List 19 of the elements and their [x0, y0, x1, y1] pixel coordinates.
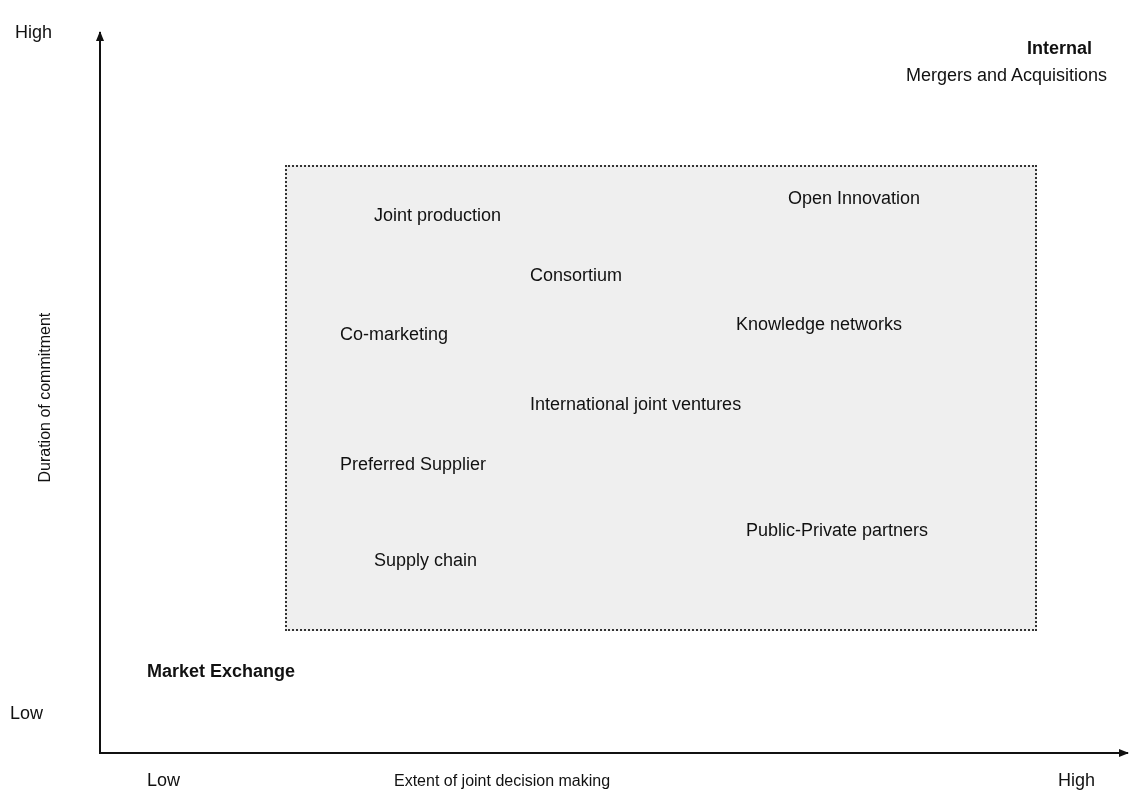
axis-title: Extent of joint decision making	[394, 771, 611, 791]
item-label: Co-marketing	[340, 324, 449, 346]
axis-end-label: High	[1058, 770, 1096, 792]
axis-title: Duration of commitment	[35, 311, 55, 485]
category-label: Mergers and Acquisitions	[905, 65, 1107, 87]
axis-end-label: Low	[10, 703, 44, 725]
item-label: Public-Private partners	[746, 520, 929, 542]
item-label: Supply chain	[374, 550, 478, 572]
item-label: Preferred Supplier	[340, 454, 487, 476]
item-label: Knowledge networks	[736, 314, 903, 336]
item-label: Consortium	[530, 265, 623, 287]
axis-end-label: Low	[147, 770, 181, 792]
item-label: Joint production	[374, 205, 502, 227]
dotted-region	[285, 165, 1037, 631]
item-label: International joint ventures	[530, 394, 742, 416]
item-label: Open Innovation	[788, 188, 921, 210]
category-heading: Internal	[1027, 38, 1092, 60]
axis-end-label: High	[15, 22, 53, 44]
category-heading: Market Exchange	[147, 661, 296, 683]
